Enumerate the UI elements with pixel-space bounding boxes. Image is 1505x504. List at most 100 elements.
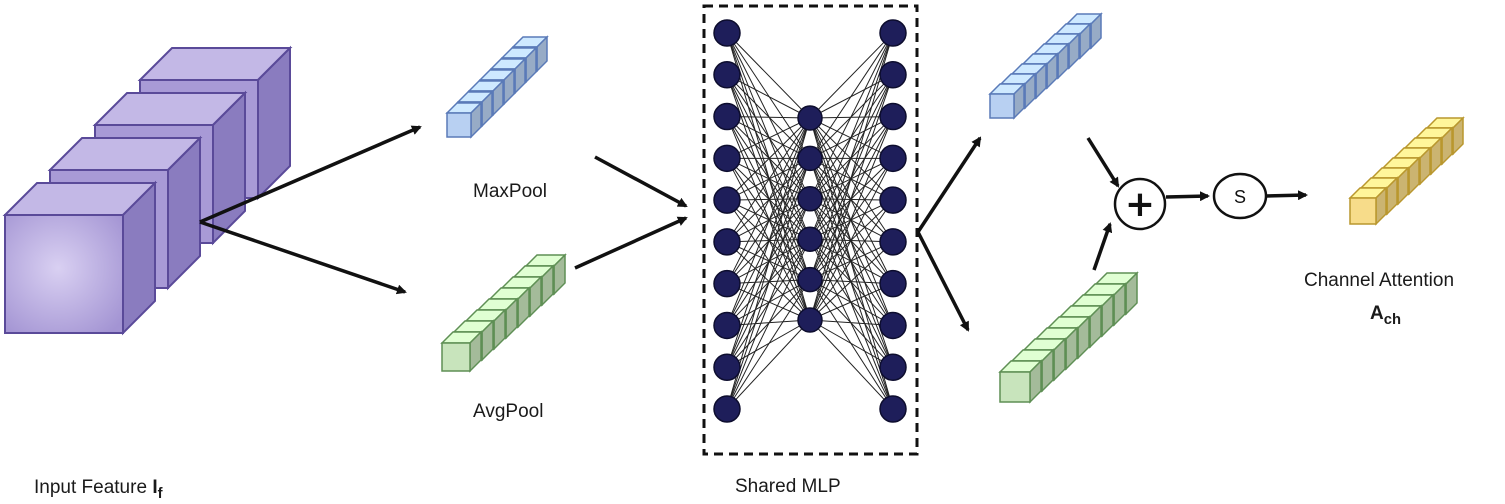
maxpool-vector	[445, 35, 549, 139]
mlp-output-node	[879, 19, 907, 47]
mlp-output-node	[879, 353, 907, 381]
mlp-output-node	[879, 186, 907, 214]
mlp-edge	[809, 32, 894, 240]
arrow-max-output-to-add	[1086, 137, 1120, 188]
arrow-input-to-maxpool	[199, 125, 422, 224]
mlp-edge	[726, 158, 811, 410]
mlp-edge	[726, 241, 811, 281]
mlp-edge	[726, 74, 811, 159]
mlp-input-node	[713, 311, 741, 340]
mlp-edge	[809, 319, 894, 326]
mlp-edge	[809, 32, 894, 280]
mlp-input-node	[713, 395, 741, 423]
input-feature-subscript: f	[157, 486, 163, 503]
mlp-edge	[809, 117, 894, 243]
arrow-avgpool-to-mlp	[574, 216, 688, 270]
mlp-edge	[726, 199, 811, 280]
mlp-edge	[726, 116, 811, 240]
mlp-edge	[726, 117, 811, 410]
mlp-edge	[726, 32, 811, 119]
mlp-edge	[726, 117, 811, 284]
mlp-input-node	[713, 144, 741, 173]
mlp-edge	[809, 116, 894, 321]
mlp-output-node	[879, 269, 907, 298]
mlp-input-node	[713, 186, 741, 214]
mlp-edge	[809, 158, 894, 243]
mlp-output-node	[879, 228, 907, 256]
mlp-edge	[809, 158, 894, 284]
input-cube	[2, 180, 158, 336]
input-feature-symbol: I	[152, 477, 158, 498]
mlp-input-node	[713, 102, 741, 131]
mlp-edge	[809, 283, 894, 321]
mlp-hidden-node	[797, 226, 823, 252]
arrow-input-to-avgpool	[199, 220, 407, 295]
mlp-hidden-node	[797, 266, 823, 293]
mlp-input-node	[713, 353, 741, 381]
channel-attention-vector	[1348, 116, 1465, 226]
mlp-output-node	[879, 395, 907, 423]
arrow-mlp-to-avg-output	[916, 231, 970, 332]
mlp-input-node	[713, 19, 741, 47]
input-feature-cubes	[2, 45, 293, 336]
mlp-output-node	[879, 102, 907, 131]
avgpool-label: AvgPool	[473, 401, 544, 422]
mlp-edge	[809, 158, 894, 321]
circle-s-icon: S	[1212, 172, 1268, 220]
mlp-edge	[726, 74, 811, 119]
mlp-connections	[726, 32, 894, 410]
mlp-edge	[809, 32, 894, 200]
maxpool-label: MaxPool	[473, 181, 547, 202]
channel-attention-symbol-label: Ach	[1370, 303, 1401, 328]
mlp-edge	[726, 158, 811, 280]
mlp-edge	[726, 198, 811, 410]
mlp-hidden-node	[797, 186, 823, 212]
vector-cell	[440, 330, 483, 373]
mlp-edge	[726, 117, 811, 201]
circle-plus-icon: +	[1113, 177, 1167, 231]
sigmoid-symbol: S	[1234, 187, 1246, 207]
mlp-hidden-node	[797, 105, 823, 131]
mlp-edge	[809, 238, 894, 368]
mlp-edge	[809, 241, 894, 321]
mlp-edge	[726, 116, 811, 200]
mlp-input-node	[713, 269, 741, 298]
vector-cell	[988, 82, 1026, 120]
mlp-hidden-node	[797, 145, 823, 172]
vector-cell	[1348, 186, 1388, 226]
vector-cell	[998, 359, 1043, 404]
mlp-edge	[726, 74, 811, 200]
mlp-edge	[809, 32, 894, 119]
channel-attention-symbol: A	[1370, 303, 1384, 324]
channel-attention-subscript: ch	[1383, 312, 1402, 329]
mlp-edge	[726, 116, 811, 119]
mlp-edge	[726, 199, 811, 240]
mlp-edge	[726, 117, 811, 326]
mlp-edge	[726, 117, 811, 243]
mlp-avg-output-vector	[998, 271, 1139, 404]
add-symbol: +	[1125, 184, 1155, 225]
mlp-edge	[726, 241, 811, 321]
mlp-edge	[726, 238, 811, 410]
mlp-edge	[726, 32, 811, 159]
channel-attention-label: Channel Attention	[1304, 270, 1455, 291]
mlp-input-node	[713, 61, 741, 89]
arrow-sigmoid-to-output	[1265, 190, 1308, 201]
mlp-edge	[809, 279, 894, 368]
mlp-max-output-vector	[988, 12, 1103, 120]
shared-mlp-label: Shared MLP	[735, 476, 841, 497]
shared-mlp-box	[702, 4, 919, 456]
mlp-edge	[809, 198, 894, 285]
input-feature-text: Input Feature	[34, 477, 148, 498]
mlp-edge	[726, 199, 811, 321]
mlp-input-node	[713, 228, 741, 256]
mlp-edge	[809, 198, 894, 326]
mlp-edge	[726, 279, 811, 410]
mlp-edge	[809, 319, 894, 410]
arrow-mlp-to-max-output	[916, 136, 982, 233]
mlp-edge	[726, 319, 811, 410]
arrow-maxpool-to-mlp	[594, 155, 688, 208]
mlp-output-node	[879, 61, 907, 89]
mlp-edge	[809, 157, 894, 201]
